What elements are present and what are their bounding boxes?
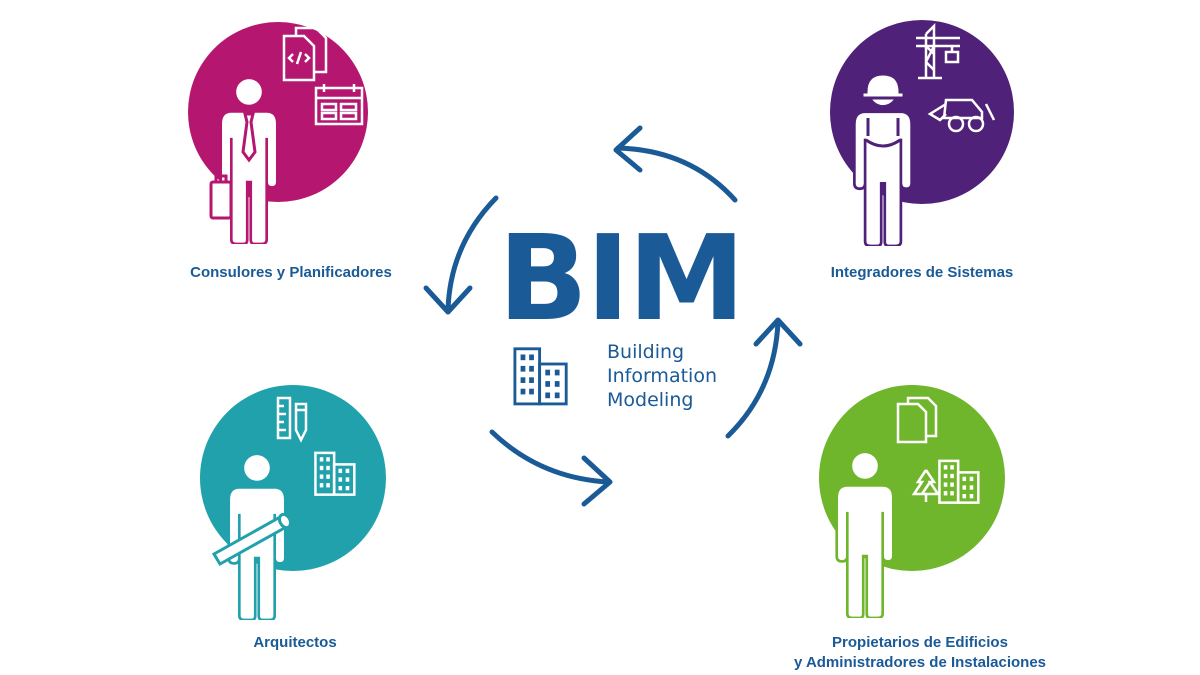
arrow-head-top [613, 125, 643, 173]
integrators-label: Integradores de Sistemas [830, 264, 1014, 281]
arrow-head-bottom [581, 455, 613, 507]
construction-worker-icon [852, 72, 914, 246]
consultants-group [188, 22, 368, 244]
calendar-icon [314, 84, 364, 126]
arrow-head-left [423, 285, 473, 315]
arrow-to-integrators [725, 319, 781, 439]
buildings-icon [513, 347, 568, 406]
arrow-to-architects [445, 195, 499, 313]
code-document-icon [282, 26, 328, 82]
bim-subtitle-line-3: Modeling [607, 389, 694, 411]
integrators-group [830, 20, 1014, 246]
bim-subtitle-line-1: Building [607, 341, 685, 363]
architects-label: Arquitectos [253, 634, 337, 651]
owners-group [819, 385, 1005, 618]
tree-icon [911, 469, 941, 502]
owners-label-line-2: y Administradores de Instalaciones [793, 654, 1047, 671]
documents-icon [896, 396, 938, 444]
bim-subtitle-line-2: Information [607, 365, 717, 387]
arrow-to-consultants [615, 145, 738, 203]
consultants-label: Consulores y Planificadores [190, 264, 392, 281]
person-with-tie-icon [219, 76, 279, 244]
owners-label-line-1: Propietarios de Edificios [832, 634, 1008, 651]
briefcase-icon [209, 174, 233, 220]
architects-group [200, 385, 386, 620]
arrow-head-right [753, 317, 803, 347]
bim-title: BIM [498, 209, 745, 347]
cycle-arrows [423, 125, 803, 507]
architect-with-plans-icon [211, 452, 293, 620]
arrow-to-owners [489, 429, 611, 485]
crane-icon [916, 22, 960, 80]
excavator-icon [927, 98, 996, 133]
ruler-pencil-icon [276, 396, 308, 443]
